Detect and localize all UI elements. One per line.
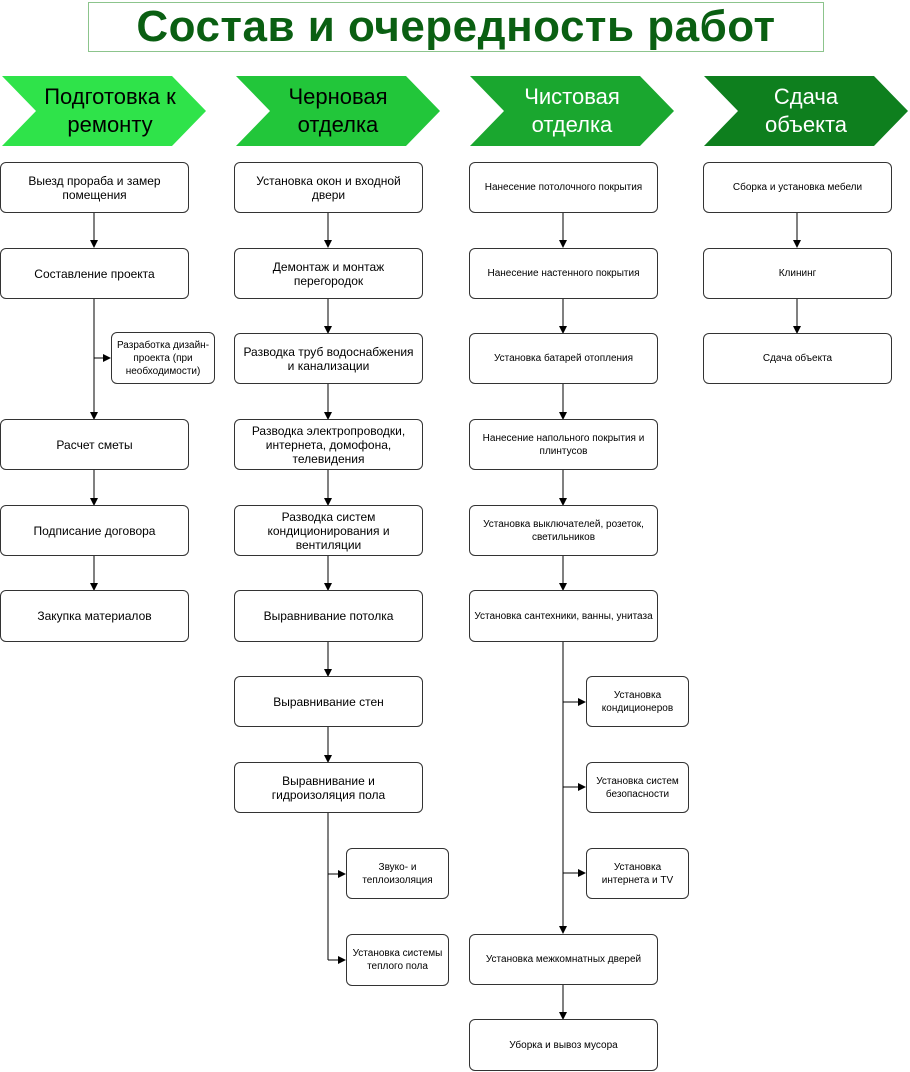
step-box: Нанесение настенного покрытия: [469, 248, 658, 299]
stage-3-chevron: [470, 76, 674, 146]
stage-2-title: Черновая отделка: [248, 80, 428, 142]
branch-box: Звуко- и теплоизоляция: [346, 848, 449, 899]
stage-2-title-line1: Черновая: [288, 84, 388, 109]
title-box: Состав и очередность работ: [88, 2, 824, 52]
stage-3-title-line2: отделка: [531, 112, 613, 137]
step-box: Нанесение напольного покрытия и плинтусо…: [469, 419, 658, 470]
step-box: Сдача объекта: [703, 333, 892, 384]
step-box: Установка сантехники, ванны, унитаза: [469, 590, 658, 642]
stage-1-chevron: [2, 76, 206, 146]
stage-3-title-line1: Чистовая: [524, 84, 620, 109]
stage-1-title-line1: Подготовка к: [44, 84, 176, 109]
page-title: Состав и очередность работ: [136, 2, 776, 51]
step-box: Выравнивание и гидроизоляция пола: [234, 762, 423, 813]
step-box: Демонтаж и монтаж перегородок: [234, 248, 423, 299]
step-box: Установка выключателей, розеток, светиль…: [469, 505, 658, 556]
step-box: Разводка систем кондиционирования и вент…: [234, 505, 423, 556]
stage-2-chevron: [236, 76, 440, 146]
step-box: Выезд прораба и замер помещения: [0, 162, 189, 213]
stage-4-chevron: [704, 76, 908, 146]
branch-box: Установка кондиционеров: [586, 676, 689, 727]
branch-box: Установка системы теплого пола: [346, 934, 449, 986]
step-box: Разводка электропроводки, интернета, дом…: [234, 419, 423, 470]
step-box: Выравнивание стен: [234, 676, 423, 727]
step-box: Разводка труб водоснабжения и канализаци…: [234, 333, 423, 384]
step-box: Установка окон и входной двери: [234, 162, 423, 213]
stage-4-title-line1: Сдача: [773, 84, 839, 109]
stage-4-title: Сдача объекта: [716, 80, 896, 142]
stage-4-title-line2: объекта: [764, 112, 848, 137]
step-box: Составление проекта: [0, 248, 189, 299]
step-box: Установка батарей отопления: [469, 333, 658, 384]
step-box: Сборка и установка мебели: [703, 162, 892, 213]
branch-box: Установка интернета и TV: [586, 848, 689, 899]
step-box: Нанесение потолочного покрытия: [469, 162, 658, 213]
step-box: Расчет сметы: [0, 419, 189, 470]
step-box: Клининг: [703, 248, 892, 299]
step-box: Подписание договора: [0, 505, 189, 556]
stage-1-title: Подготовка к ремонту: [20, 80, 200, 142]
step-box: Закупка материалов: [0, 590, 189, 642]
stage-1-title-line2: ремонту: [67, 112, 153, 137]
step-box: Уборка и вывоз мусора: [469, 1019, 658, 1071]
branch-box: Разработка дизайн-проекта (при необходим…: [111, 332, 215, 384]
stage-3-title: Чистовая отделка: [482, 80, 662, 142]
branch-box: Установка систем безопасности: [586, 762, 689, 813]
step-box: Выравнивание потолка: [234, 590, 423, 642]
step-box: Установка межкомнатных дверей: [469, 934, 658, 985]
stage-2-title-line2: отделка: [297, 112, 379, 137]
